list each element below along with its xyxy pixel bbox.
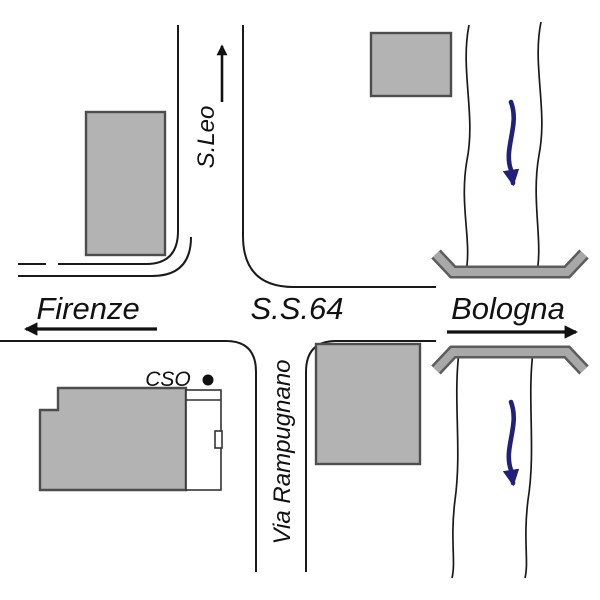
river-bank-right-upper: [535, 21, 543, 273]
label-poi: CSO: [145, 368, 191, 391]
river-bank-left-lower: [451, 351, 460, 579]
map-labels: S.Leo Firenze S.S.64 Bologna Via Rampugn…: [36, 106, 565, 545]
river-bank-left-upper: [463, 24, 471, 273]
bridge-north-parapet: [433, 251, 587, 276]
building-northeast: [369, 31, 453, 98]
river-flow-arrow-upper: [502, 99, 520, 187]
label-east-destination: Bologna: [451, 291, 565, 326]
ss64-bottom-edge-east: [305, 340, 436, 572]
buildings: [38, 31, 453, 492]
sleo-road-right-edge: [242, 25, 436, 288]
bridge: [431, 249, 589, 375]
direction-arrows: [23, 44, 579, 487]
ss64-bottom-edge-west: [0, 340, 257, 572]
label-south-road: Via Rampugnano: [269, 359, 296, 544]
label-main-road: S.S.64: [250, 291, 343, 326]
river-bank-right-lower: [524, 351, 534, 579]
river: [451, 21, 543, 579]
river-flow-arrow-lower: [502, 399, 520, 487]
cso-marker-dot: [202, 374, 214, 386]
building-southwest: [38, 386, 188, 492]
sleo-road-left-curb: [18, 236, 192, 277]
label-north-road: S.Leo: [193, 106, 220, 169]
label-west-destination: Firenze: [36, 291, 139, 326]
bridge-south-parapet: [433, 348, 587, 373]
sleo-road-left-edge: [58, 25, 179, 265]
roads: [0, 25, 436, 572]
building-northwest: [84, 110, 167, 257]
annex-door: [214, 430, 223, 449]
building-southeast: [314, 342, 422, 466]
